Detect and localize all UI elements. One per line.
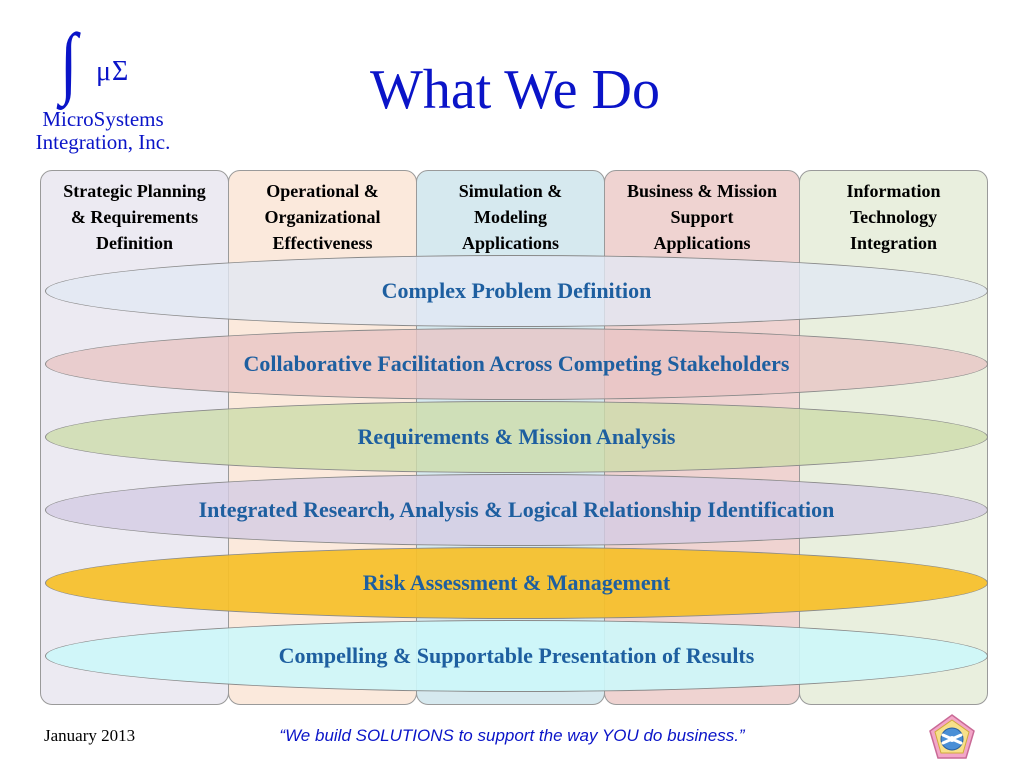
band-complex-problem-definition: Complex Problem Definition [45,255,988,327]
pentagon-seal-icon [928,713,976,761]
band-collaborative-facilitation: Collaborative Facilitation Across Compet… [45,328,988,400]
logo-symbols: ∫ μΣ [18,21,188,108]
band-integrated-research: Integrated Research, Analysis & Logical … [45,474,988,546]
logo-mu-sigma-symbol: μΣ [96,56,130,87]
logo-name-line1: MicroSystems [42,107,164,131]
logo-name-line2: Integration, Inc. [35,130,171,154]
footer-date: January 2013 [44,726,136,745]
band-risk-assessment: Risk Assessment & Management [45,547,988,619]
band-requirements-mission-analysis: Requirements & Mission Analysis [45,401,988,473]
band-compelling-presentation: Compelling & Supportable Presentation of… [45,620,988,692]
logo-integral-symbol: ∫ [60,17,78,106]
company-logo: ∫ μΣ MicroSystems Integration, Inc. [18,21,188,154]
footer-tagline: “We build SOLUTIONS to support the way Y… [279,726,745,745]
slide-title: What We Do [370,59,660,121]
